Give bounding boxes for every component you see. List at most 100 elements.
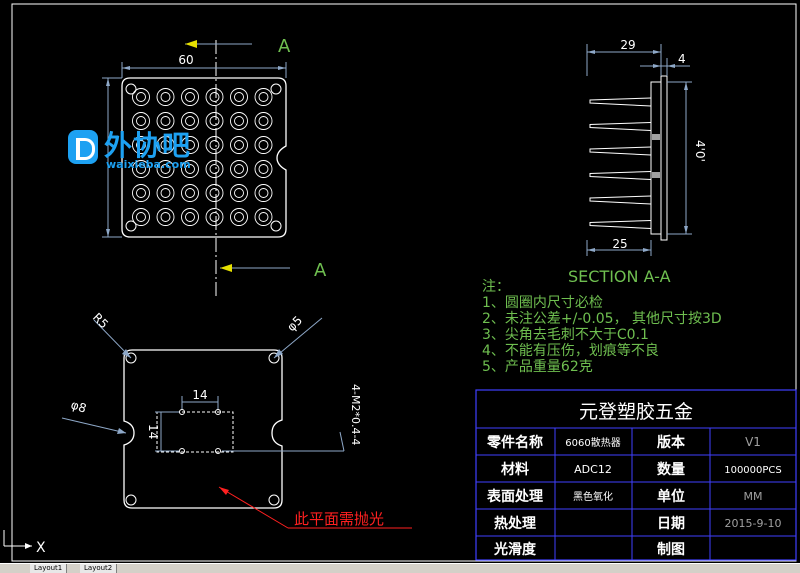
pin-circle	[205, 208, 224, 226]
pin-circle	[209, 92, 220, 102]
bottom-view-outline	[123, 349, 283, 509]
pin-circle	[185, 116, 195, 126]
pin-circle	[258, 212, 269, 222]
pin-circle	[234, 116, 244, 126]
dim-phi5-label: φ5	[284, 313, 305, 334]
dim-14v-label: 14	[146, 424, 160, 439]
tb-label: 表面处理	[486, 488, 543, 505]
fin	[589, 146, 652, 156]
tb-value: 100000PCS	[724, 465, 782, 476]
polish-note: 此平面需抛光	[294, 510, 384, 528]
pin-circle	[181, 136, 199, 154]
dim-29-label: 29	[620, 38, 635, 52]
pin-circle	[254, 160, 273, 178]
tb-label: 制图	[657, 541, 685, 558]
top-view	[102, 40, 290, 298]
note-item: 3、尖角去毛刺不大于C0.1	[482, 327, 649, 343]
fin	[589, 195, 652, 205]
pin-circle	[160, 116, 171, 126]
tb-value: 2015-9-10	[725, 517, 782, 530]
pin-circle	[181, 88, 199, 106]
pin-circle	[156, 160, 175, 178]
tb-label: 热处理	[494, 515, 536, 532]
pin-circle	[136, 188, 146, 198]
pin-grid	[132, 88, 273, 226]
pin-circle	[234, 212, 244, 222]
pin-circle	[156, 184, 175, 202]
pin-circle	[205, 88, 224, 106]
tab-layout2[interactable]: Layout2	[80, 564, 118, 573]
pin-circle	[185, 92, 195, 102]
pin-circle	[132, 136, 150, 154]
note-item: 2、未注公差+/-0.05， 其他尺寸按3D	[482, 311, 722, 327]
section-mark-top: A	[278, 36, 291, 57]
section-view	[586, 44, 692, 256]
fin	[589, 97, 652, 107]
pin-circle	[230, 184, 248, 202]
pin-circle	[156, 112, 175, 130]
pin-circle	[230, 160, 248, 178]
pin-circle	[254, 112, 273, 130]
pin-circle	[160, 188, 171, 198]
pin-circle	[258, 140, 269, 150]
notes-title: 注：	[482, 279, 510, 295]
pin-circle	[230, 208, 248, 226]
pin-circle	[258, 164, 269, 174]
note-item: 4、不能有压伤，划痕等不良	[482, 342, 659, 359]
pin-circle	[132, 112, 150, 130]
pin-circle	[185, 164, 195, 174]
ucs-icon	[3, 530, 32, 549]
pin-circle	[209, 188, 220, 198]
pin-circle	[156, 208, 175, 226]
tb-label: 零件名称	[486, 434, 543, 451]
pin-circle	[254, 208, 273, 226]
layout-tab-strip: Layout1 Layout2	[0, 563, 800, 573]
fin	[589, 171, 652, 180]
fin-set	[589, 97, 652, 229]
note-item: 5、产品重量62克	[482, 359, 593, 375]
pin-circle	[160, 92, 171, 102]
dim-25-label: 25	[612, 237, 627, 251]
pin-circle	[205, 112, 224, 130]
ucs-axis-label: X	[36, 540, 46, 556]
dim-r5-label: R5	[90, 310, 111, 331]
pin-circle	[209, 164, 220, 174]
title-block	[475, 389, 797, 561]
pin-circle	[136, 92, 146, 102]
dim-40-label: 4'0'	[693, 140, 707, 162]
watermark-logo: 外协吧 waixieba.com	[68, 128, 218, 171]
logo-name: 外协吧	[104, 129, 192, 162]
pin-circle	[132, 88, 150, 106]
pin-circle	[209, 140, 220, 150]
fin	[589, 122, 652, 131]
bottom-view	[61, 317, 412, 529]
pin-circle	[234, 140, 244, 150]
pin-circle	[160, 140, 171, 150]
pin-circle	[185, 212, 195, 222]
pin-circle	[160, 212, 171, 222]
pin-circle	[205, 184, 224, 202]
pin-circle	[234, 92, 244, 102]
drawing-frame	[11, 3, 797, 562]
pin-circle	[136, 212, 146, 222]
dim-width-label: 60	[178, 53, 193, 67]
tb-value: 黑色氧化	[573, 490, 613, 503]
tb-value: MM	[744, 490, 763, 503]
pin-circle	[205, 136, 224, 154]
tb-value: ADC12	[574, 463, 612, 476]
pin-circle	[205, 160, 224, 178]
pin-circle	[258, 92, 269, 102]
dim-thread-label: 4-M2*0.4-4	[349, 384, 362, 445]
tb-label: 光滑度	[493, 541, 537, 558]
tab-layout1[interactable]: Layout1	[30, 564, 68, 573]
dim-4-label: 4	[678, 52, 686, 66]
company-name: 元登塑胶五金	[579, 401, 693, 423]
pin-circle	[254, 184, 273, 202]
tb-label: 版本	[657, 434, 686, 451]
pin-circle	[234, 164, 244, 174]
pin-circle	[234, 188, 244, 198]
tb-label: 单位	[657, 488, 685, 505]
pin-circle	[132, 184, 150, 202]
pin-circle	[160, 164, 171, 174]
